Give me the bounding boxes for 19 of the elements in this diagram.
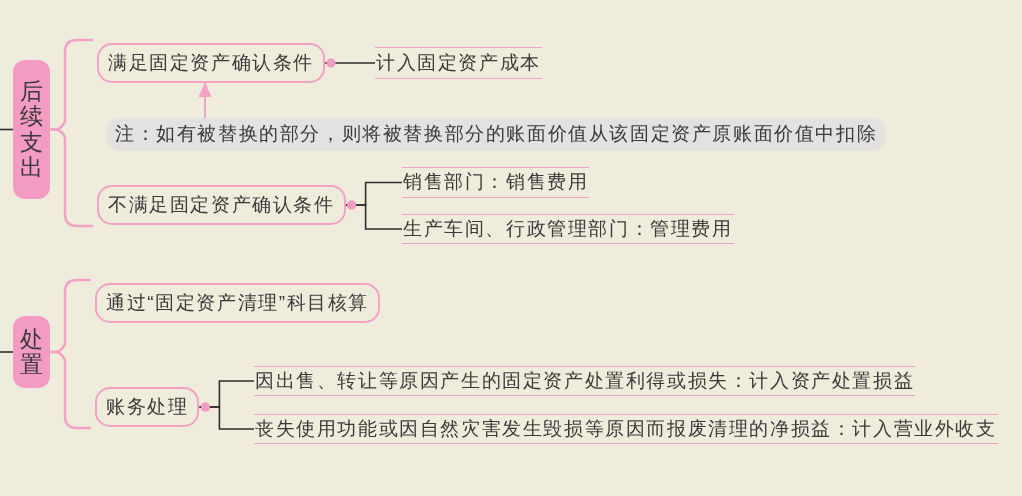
underlined-text: 计入固定资产成本 xyxy=(375,47,542,79)
connector-line xyxy=(324,58,376,68)
connector-line xyxy=(198,402,255,430)
category-box: 后续支出 xyxy=(13,60,50,199)
topic-box: 账务处理 xyxy=(95,387,200,427)
topic-box: 不满足固定资产确认条件 xyxy=(97,185,346,225)
arrow xyxy=(198,82,212,119)
note-box: 注：如有被替换的部分，则将被替换部分的账面价值从该固定资产原账面价值中扣除 xyxy=(106,118,887,151)
underlined-text: 销售部门：销售费用 xyxy=(402,167,590,198)
brace-connector xyxy=(50,128,93,228)
connector-line xyxy=(344,200,403,230)
topic-box: 满足固定资产确认条件 xyxy=(97,43,325,83)
brace-connector xyxy=(50,350,91,430)
underlined-text: 因出售、转让等原因产生的固定资产处置利得或损失：计入资产处置损益 xyxy=(254,366,916,396)
underlined-text: 生产车间、行政管理部门：管理费用 xyxy=(402,214,734,244)
topic-box: 通过“固定资产清理”科目核算 xyxy=(95,283,381,323)
underlined-text: 丧失使用功能或因自然灾害发生毁损等原因而报废清理的净损益：计入营业外收支 xyxy=(254,414,998,444)
connector-line xyxy=(0,351,14,353)
category-box: 处置 xyxy=(13,316,50,388)
